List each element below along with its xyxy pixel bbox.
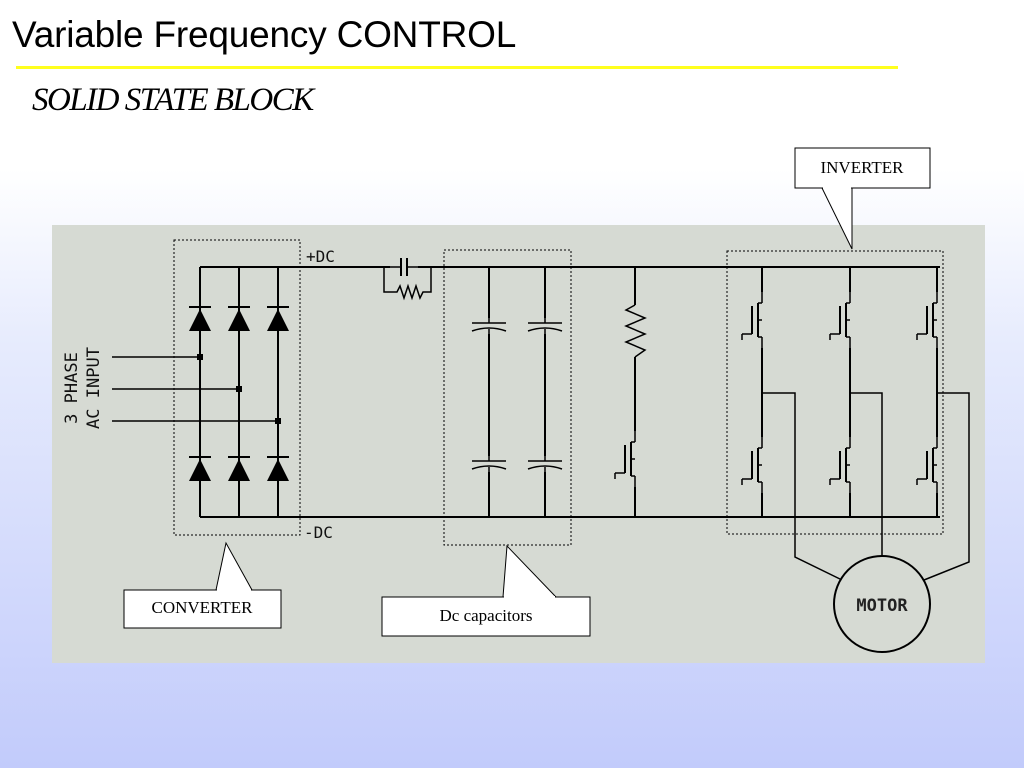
slide-title: Variable Frequency CONTROL	[12, 14, 517, 55]
capacitor-block-outline	[443, 249, 572, 546]
brake-resistor	[624, 304, 647, 358]
circuit-wires	[112, 266, 970, 581]
junction-dots	[197, 354, 281, 424]
converter-callout: CONVERTER	[123, 541, 282, 629]
title-underline	[16, 66, 898, 69]
converter-callout-label: CONVERTER	[152, 598, 254, 617]
inverter-callout-label: INVERTER	[820, 158, 904, 177]
inverter-callout: INVERTER	[794, 147, 931, 250]
converter-block-outline	[173, 239, 301, 536]
motor-label: MOTOR	[856, 596, 908, 616]
precharge-network	[383, 258, 432, 301]
input-label-line1: 3 PHASE	[62, 352, 82, 424]
input-label-line2: AC INPUT	[84, 347, 104, 429]
slide-subtitle: SOLID STATE BLOCK	[32, 82, 314, 118]
motor-symbol	[833, 555, 931, 653]
positive-bus-label: +DC	[306, 247, 335, 266]
negative-bus-label: -DC	[304, 523, 333, 542]
capacitors-callout-label: Dc capacitors	[440, 606, 533, 625]
capacitors-callout: Dc capacitors	[381, 544, 591, 637]
